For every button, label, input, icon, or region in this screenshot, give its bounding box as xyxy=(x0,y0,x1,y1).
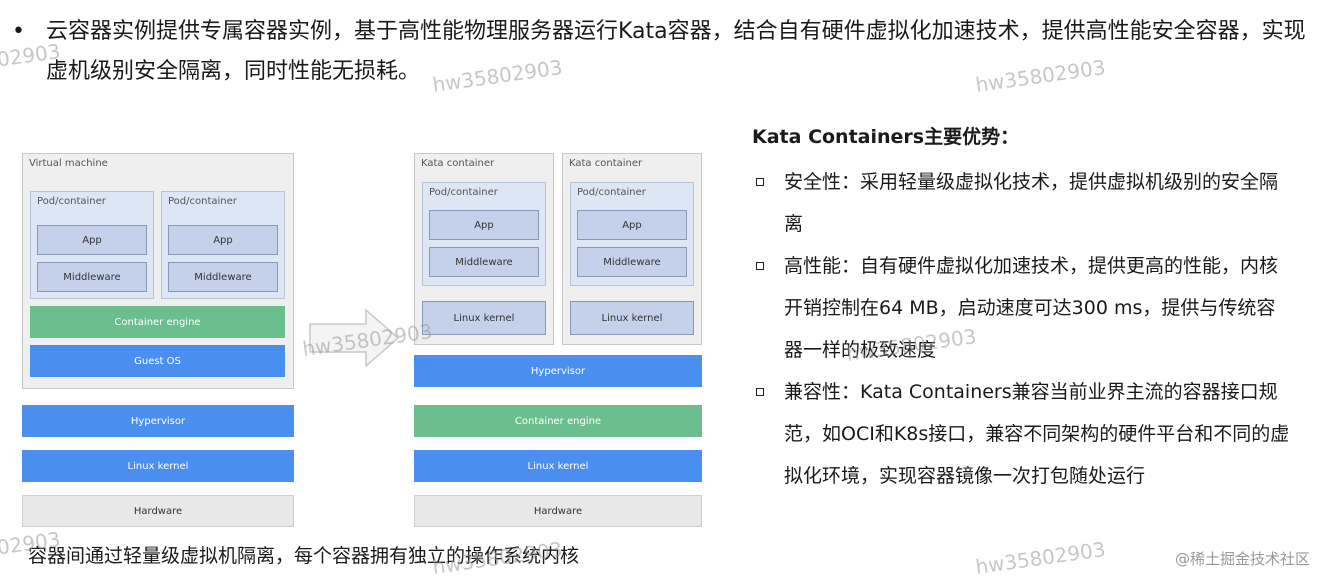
square-bullet-icon xyxy=(756,262,764,270)
pod-title: Pod/container xyxy=(429,187,498,198)
container-engine-bar: Container engine xyxy=(414,405,702,437)
vm-title: Virtual machine xyxy=(29,158,108,169)
advantage-item: 高性能：自有硬件虚拟化加速技术，提供更高的性能，内核开销控制在64 MB，启动速… xyxy=(752,245,1297,375)
middleware-box: Middleware xyxy=(429,247,539,277)
intro-text: 云容器实例提供专属容器实例，基于高性能物理服务器运行Kata容器，结合自有硬件虚… xyxy=(46,19,1306,84)
bullet: • xyxy=(12,19,25,44)
app-box: App xyxy=(168,225,278,255)
hypervisor-bar: Hypervisor xyxy=(414,355,702,387)
linux-kernel-box: Linux kernel xyxy=(570,301,694,335)
advantage-item: 安全性：采用轻量级虚拟化技术，提供虚拟机级别的安全隔离 xyxy=(752,161,1297,251)
linux-kernel-bar: Linux kernel xyxy=(22,450,294,482)
middleware-box: Middleware xyxy=(168,262,278,292)
pod-title: Pod/container xyxy=(168,196,237,207)
advantage-text: 高性能：自有硬件虚拟化加速技术，提供更高的性能，内核开销控制在64 MB，启动速… xyxy=(784,255,1279,361)
pod-title: Pod/container xyxy=(37,196,106,207)
pod-title: Pod/container xyxy=(577,187,646,198)
advantage-item: 兼容性：Kata Containers兼容当前业界主流的容器接口规范，如OCI和… xyxy=(752,371,1297,541)
arrow-right-icon xyxy=(309,308,400,368)
site-credit: @稀土掘金技术社区 xyxy=(1174,550,1310,568)
linux-kernel-box: Linux kernel xyxy=(422,301,546,335)
hardware-bar: Hardware xyxy=(414,495,702,527)
middleware-box: Middleware xyxy=(577,247,687,277)
advantage-text: 安全性：采用轻量级虚拟化技术，提供虚拟机级别的安全隔离 xyxy=(784,171,1279,235)
watermark: hw35802903 xyxy=(973,537,1107,579)
square-bullet-icon xyxy=(756,178,764,186)
hardware-bar: Hardware xyxy=(22,495,294,527)
diagram-caption: 容器间通过轻量级虚拟机隔离，每个容器拥有独立的操作系统内核 xyxy=(28,545,580,567)
app-box: App xyxy=(37,225,147,255)
advantage-text: 兼容性：Kata Containers兼容当前业界主流的容器接口规范，如OCI和… xyxy=(784,381,1290,487)
square-bullet-icon xyxy=(756,388,764,396)
app-box: App xyxy=(577,210,687,240)
kata-title: Kata container xyxy=(421,158,495,169)
hypervisor-bar: Hypervisor xyxy=(22,405,294,437)
middleware-box: Middleware xyxy=(37,262,147,292)
kata-title: Kata container xyxy=(569,158,643,169)
container-engine-bar: Container engine xyxy=(30,306,285,338)
guest-os-bar: Guest OS xyxy=(30,345,285,377)
app-box: App xyxy=(429,210,539,240)
advantages-title: Kata Containers主要优势： xyxy=(752,126,1020,148)
linux-kernel-bar: Linux kernel xyxy=(414,450,702,482)
